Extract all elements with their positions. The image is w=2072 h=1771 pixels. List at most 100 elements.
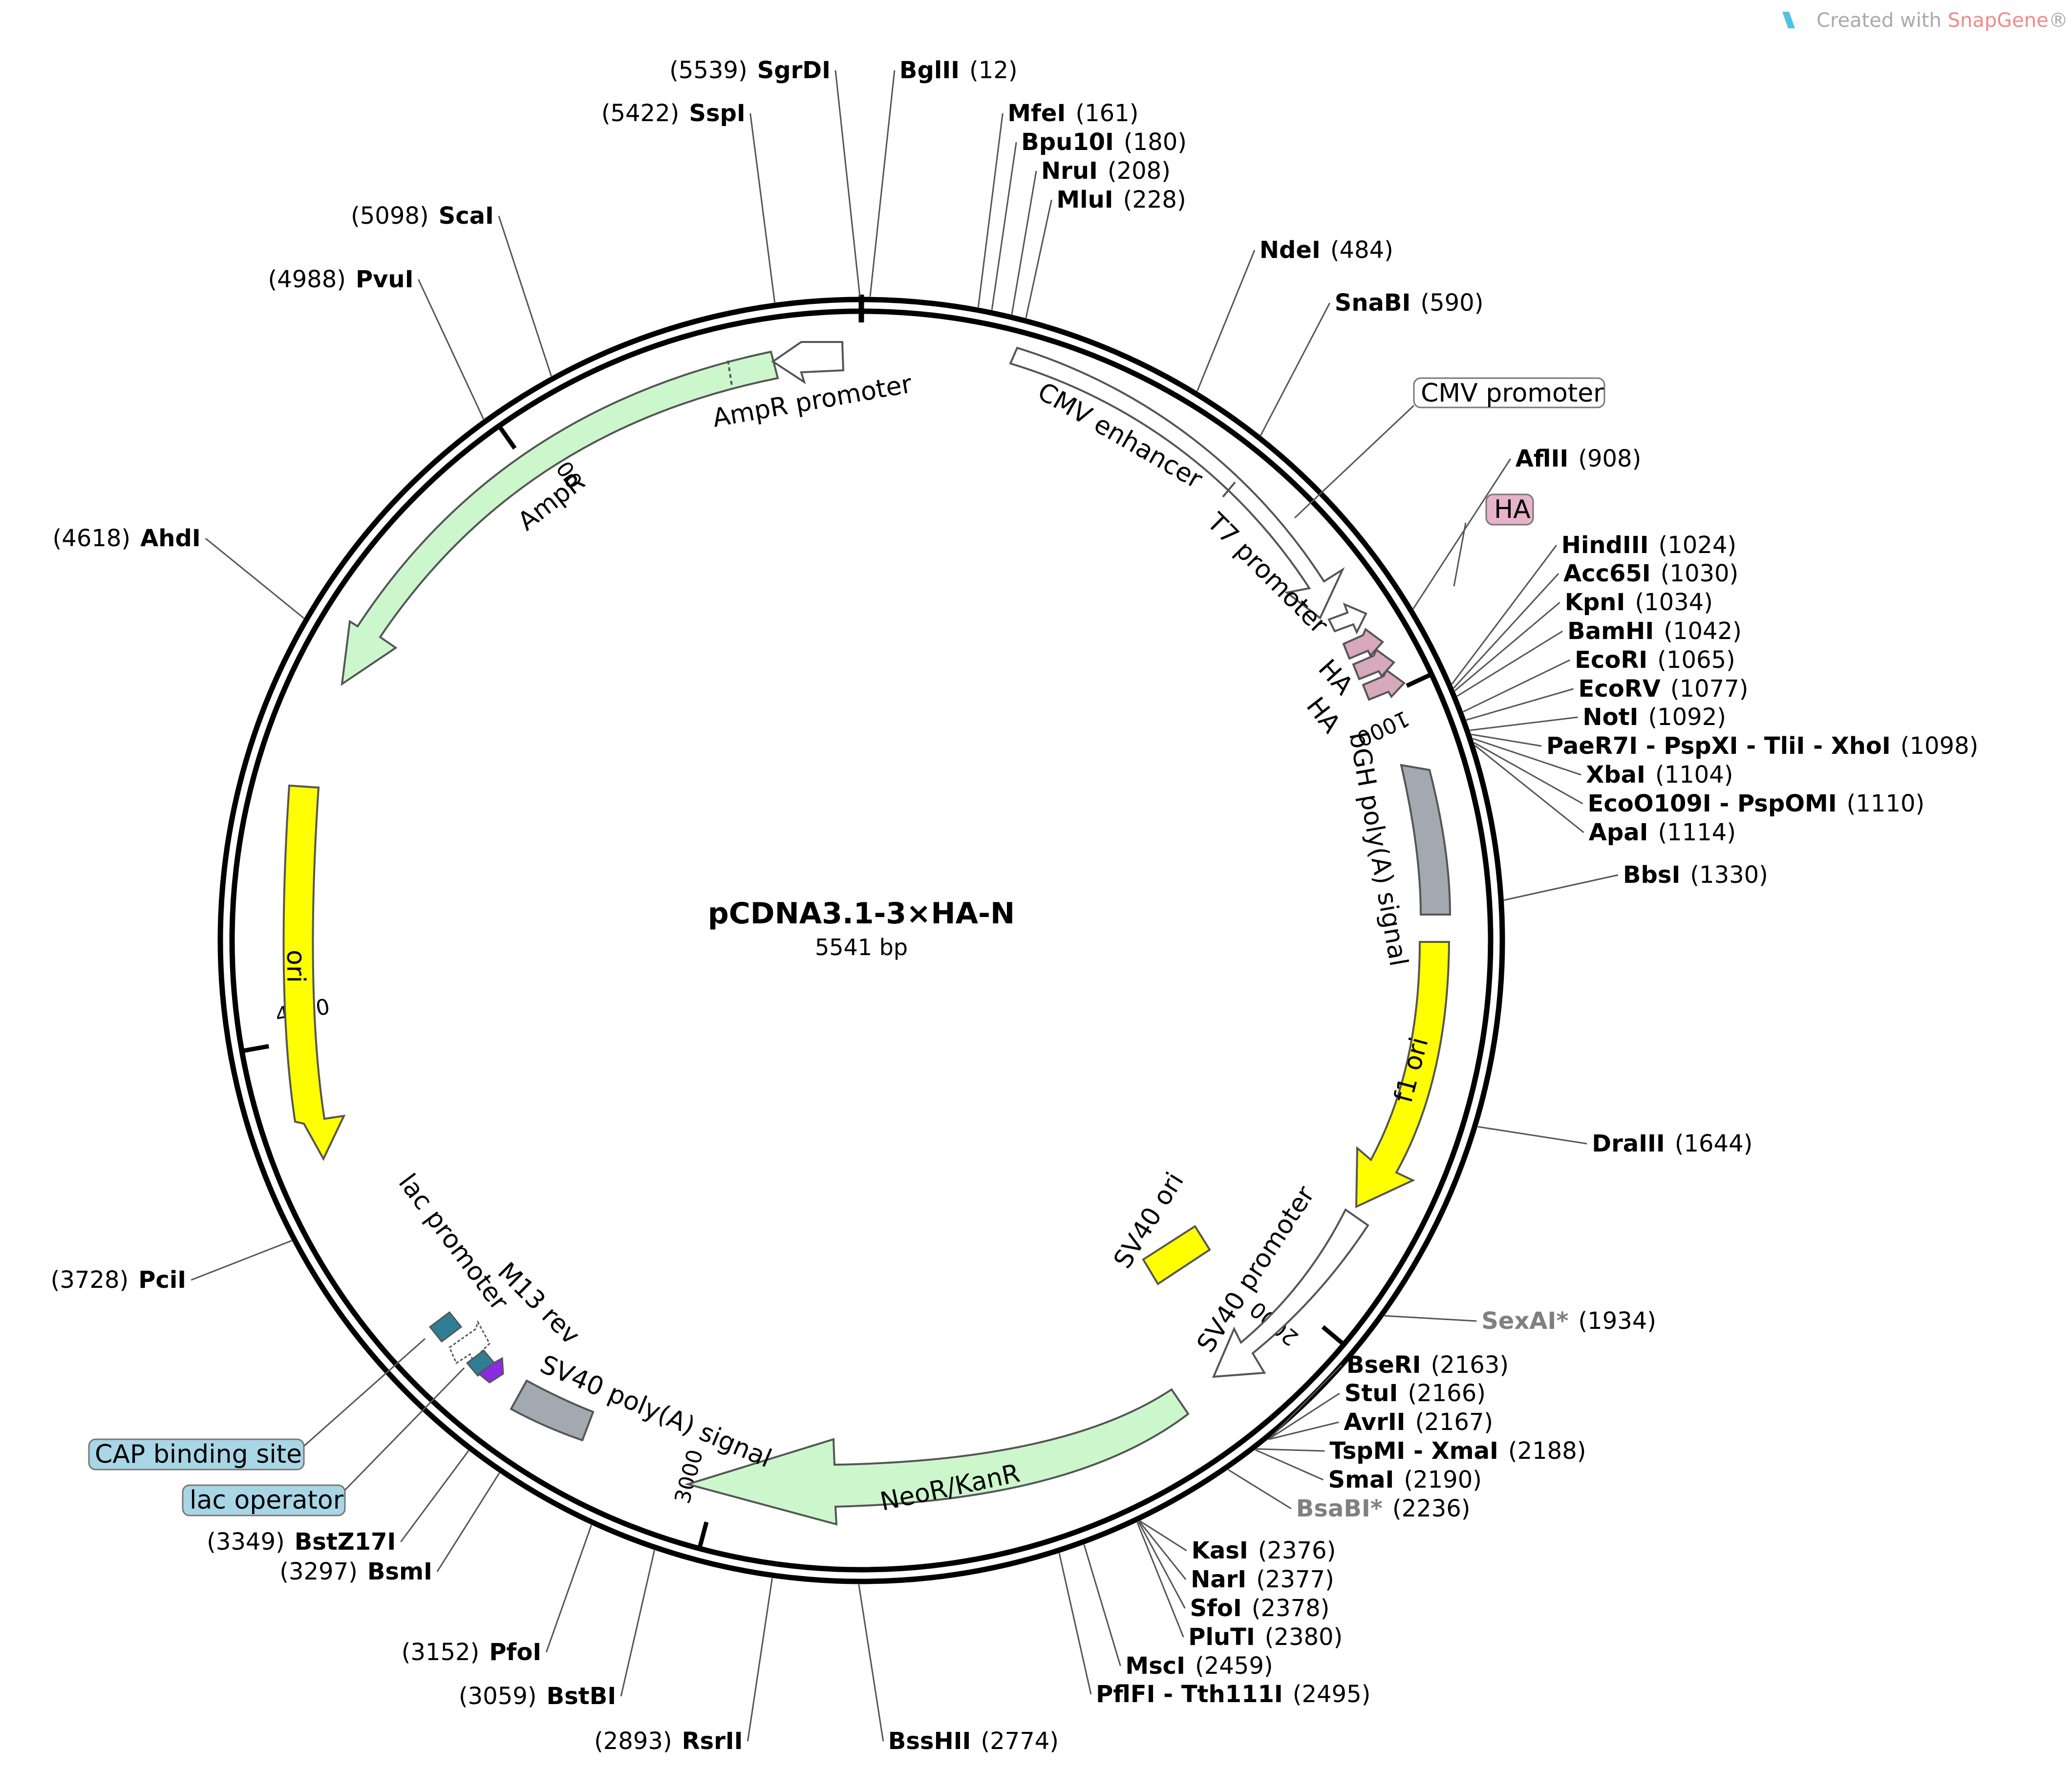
restriction-site: Acc65I(1030) xyxy=(1563,560,1738,587)
site-position: (2377) xyxy=(1256,1566,1334,1593)
site-position: (590) xyxy=(1420,289,1483,317)
tick-label: 3000 xyxy=(670,1447,708,1506)
feature-lac-cluster: lac promoter M13 rev xyxy=(393,1169,585,1384)
feature-sv40-ori: SV40 ori xyxy=(1108,1167,1211,1285)
site-position: (2495) xyxy=(1293,1681,1371,1708)
site-leader xyxy=(1228,1469,1292,1510)
site-position: (4988) xyxy=(268,266,346,293)
site-leader xyxy=(1025,199,1052,319)
site-leader xyxy=(1470,716,1578,731)
site-leader xyxy=(991,142,1017,310)
site-leader xyxy=(1474,742,1583,805)
site-name: PciI xyxy=(138,1266,186,1294)
callout-label-lac-operator: lac operator xyxy=(190,1486,344,1515)
site-leader xyxy=(205,537,304,619)
site-leader xyxy=(749,113,776,303)
site-leader xyxy=(1474,745,1584,833)
site-leader xyxy=(1384,1315,1477,1322)
restriction-site: BglII(12) xyxy=(899,57,1018,84)
restriction-site: BbsI(1330) xyxy=(1623,861,1768,889)
site-leader xyxy=(1268,1421,1339,1440)
site-name: ScaI xyxy=(439,202,494,230)
restriction-site: BssHII(2774) xyxy=(888,1728,1059,1755)
restriction-site: PflFI - Tth111I (2495) xyxy=(1096,1681,1370,1708)
plasmid-name: pCDNA3.1-3×HA-N xyxy=(708,896,1015,931)
site-position: (5098) xyxy=(351,202,429,230)
site-name: PflFI - Tth111I xyxy=(1096,1681,1283,1708)
callout-label-cmv-promoter: CMV promoter xyxy=(1421,379,1604,408)
site-name: NdeI xyxy=(1260,236,1321,264)
tick-mark xyxy=(243,1044,269,1053)
site-position: (3152) xyxy=(402,1639,480,1666)
site-position: (1114) xyxy=(1658,819,1736,846)
callout-cap-binding-site: CAP binding site xyxy=(88,1338,426,1471)
site-leader xyxy=(1011,171,1037,315)
feature-label-ori: ori xyxy=(281,950,310,983)
site-name: BsaBI* xyxy=(1296,1495,1383,1522)
site-position: (1934) xyxy=(1578,1307,1656,1335)
site-leader xyxy=(1412,458,1512,609)
site-name: XbaI xyxy=(1586,761,1645,789)
site-position: (1042) xyxy=(1664,618,1742,645)
feature-label-ha-2: HA xyxy=(1312,654,1359,701)
site-name: PaeR7I - PspXI - TliI - XhoI xyxy=(1546,732,1891,760)
site-position: (484) xyxy=(1330,236,1393,264)
restriction-site: (3297)BsmI xyxy=(279,1558,432,1585)
tick-mark xyxy=(698,1521,709,1547)
site-position: (2190) xyxy=(1404,1466,1482,1494)
restriction-site: EcoRV (1077) xyxy=(1579,675,1749,703)
site-position: (2188) xyxy=(1508,1437,1586,1465)
site-leader xyxy=(1454,601,1560,691)
restriction-site: MluI(228) xyxy=(1056,186,1186,213)
site-name: HindIII xyxy=(1561,532,1649,559)
site-name: EcoRV xyxy=(1579,675,1661,703)
feature-bgh-polya: bGH poly(A) signal xyxy=(1343,730,1452,968)
site-name: DraIII xyxy=(1592,1130,1665,1157)
site-leader xyxy=(545,1525,592,1653)
restriction-site: (3728)PciI xyxy=(51,1266,187,1294)
site-position: (1098) xyxy=(1901,732,1979,760)
site-leader xyxy=(1471,733,1542,747)
site-position: (1030) xyxy=(1661,560,1739,587)
restriction-site: (4618)AhdI xyxy=(53,525,201,552)
site-leader xyxy=(834,70,861,297)
site-name: SexAI* xyxy=(1481,1307,1568,1335)
restriction-site: NruI (208) xyxy=(1041,157,1171,185)
site-leader xyxy=(1268,1392,1340,1440)
site-name: TspMI - XmaI xyxy=(1329,1437,1498,1465)
site-leader xyxy=(1083,1544,1121,1666)
site-leader xyxy=(1456,630,1563,697)
restriction-site: EcoO109I - PspOMI(1110) xyxy=(1588,790,1925,817)
restriction-site: TspMI - XmaI (2188) xyxy=(1329,1437,1586,1465)
site-position: (208) xyxy=(1108,157,1171,185)
credit-brand: SnapGene xyxy=(1948,9,2049,32)
feature-ampr: AmpR xyxy=(341,350,779,686)
restriction-site: SexAI* (1934) xyxy=(1481,1307,1656,1335)
site-position: (2380) xyxy=(1265,1623,1343,1651)
site-name: BbsI xyxy=(1623,861,1680,889)
site-position: (3349) xyxy=(207,1528,285,1556)
site-leader xyxy=(1466,688,1574,721)
site-leader xyxy=(869,70,896,297)
site-name: PfoI xyxy=(489,1639,541,1666)
credit-prefix: Created with xyxy=(1816,9,1948,32)
site-leader xyxy=(400,1450,470,1542)
site-name: Bpu10I xyxy=(1021,128,1114,156)
site-position: (3059) xyxy=(459,1683,537,1710)
restriction-site: AvrII(2167) xyxy=(1344,1408,1493,1436)
site-position: (1077) xyxy=(1670,675,1749,703)
restriction-site: NotI(1092) xyxy=(1582,704,1726,731)
site-name: BstZ17I xyxy=(295,1528,396,1556)
site-position: (161) xyxy=(1075,100,1138,127)
tick-marks: 10002000300040005000 xyxy=(243,426,1431,1547)
restriction-site: (5422)SspI xyxy=(601,100,746,127)
site-leader xyxy=(1270,1364,1342,1438)
snapgene-logo-icon xyxy=(1782,12,1795,28)
restriction-site: SnaBI(590) xyxy=(1335,289,1484,317)
restriction-site: SmaI(2190) xyxy=(1328,1466,1482,1494)
restriction-site: PluTI(2380) xyxy=(1188,1623,1343,1651)
site-name: NruI xyxy=(1041,157,1098,185)
site-leader xyxy=(1451,545,1557,684)
callout-ha: HA xyxy=(1453,493,1534,587)
site-name: MscI xyxy=(1125,1652,1185,1680)
